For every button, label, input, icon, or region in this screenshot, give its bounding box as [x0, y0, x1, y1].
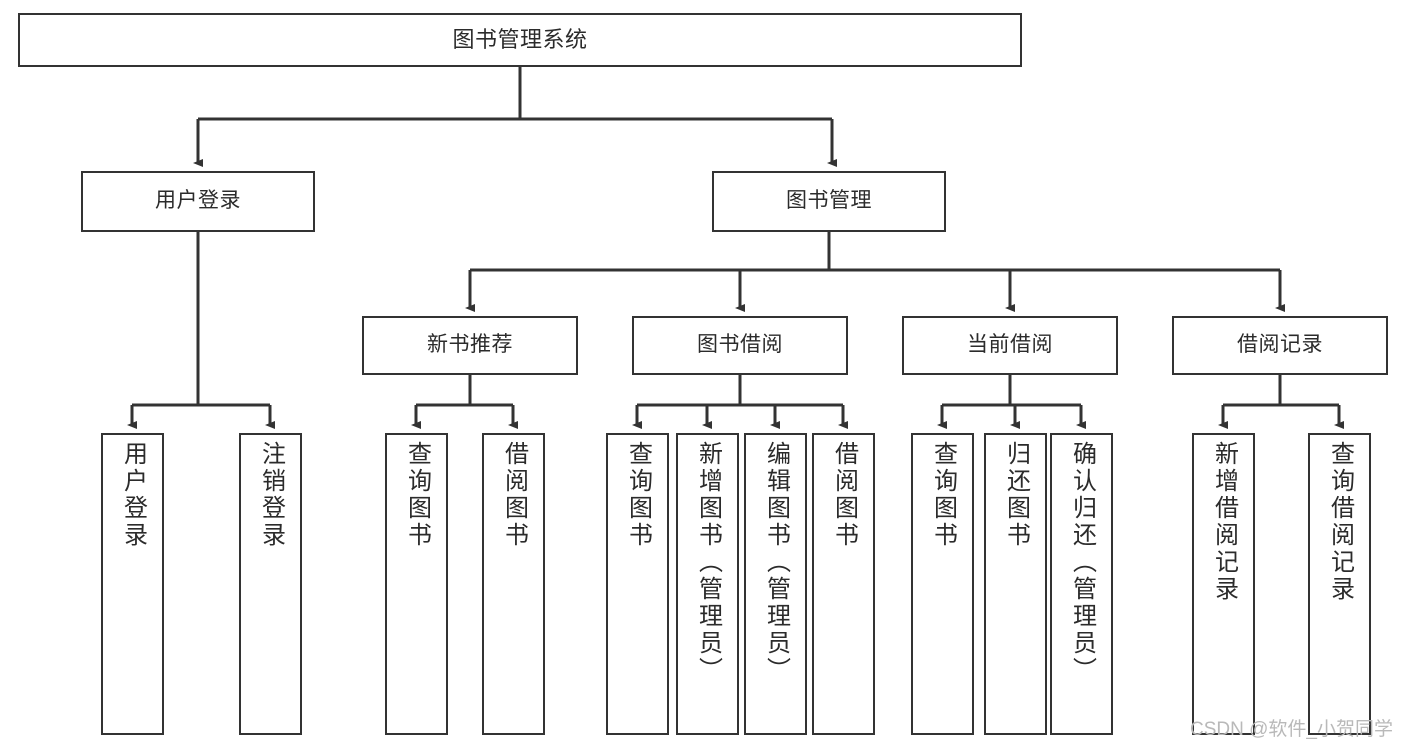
node-leaf-return-book-label: 归还图书 [1002, 441, 1030, 549]
node-new-book-recommend[interactable]: 新书推荐 [362, 316, 578, 375]
node-leaf-user-logout-label: 注销登录 [257, 441, 285, 549]
node-leaf-return-book[interactable]: 归还图书 [984, 433, 1047, 735]
node-leaf-user-logout[interactable]: 注销登录 [239, 433, 302, 735]
csdn-watermark: CSDN @软件_小贺同学 [1190, 719, 1393, 740]
node-leaf-edit-book-admin-label: 编辑图书（管理员） [762, 441, 790, 684]
node-book-borrow[interactable]: 图书借阅 [632, 316, 848, 375]
node-leaf-user-login[interactable]: 用户登录 [101, 433, 164, 735]
node-leaf-query-book-rec-label: 查询图书 [403, 441, 431, 549]
node-user-login[interactable]: 用户登录 [81, 171, 315, 232]
node-leaf-query-book-borrow[interactable]: 查询图书 [606, 433, 669, 735]
node-leaf-add-book-admin-label: 新增图书（管理员） [694, 441, 722, 684]
node-book-manage-label: 图书管理 [786, 189, 872, 213]
node-new-book-recommend-label: 新书推荐 [427, 333, 513, 357]
node-root[interactable]: 图书管理系统 [18, 13, 1022, 67]
node-leaf-add-borrow-record[interactable]: 新增借阅记录 [1192, 433, 1255, 735]
node-book-borrow-label: 图书借阅 [697, 333, 783, 357]
node-current-borrow-label: 当前借阅 [967, 333, 1053, 357]
node-leaf-add-book-admin[interactable]: 新增图书（管理员） [676, 433, 739, 735]
node-leaf-borrow-book[interactable]: 借阅图书 [812, 433, 875, 735]
node-leaf-borrow-book-rec[interactable]: 借阅图书 [482, 433, 545, 735]
node-leaf-confirm-return-admin-label: 确认归还（管理员） [1068, 441, 1096, 684]
node-leaf-query-book-borrow-label: 查询图书 [624, 441, 652, 549]
node-book-manage[interactable]: 图书管理 [712, 171, 946, 232]
node-current-borrow[interactable]: 当前借阅 [902, 316, 1118, 375]
node-leaf-query-book-cur[interactable]: 查询图书 [911, 433, 974, 735]
node-leaf-user-login-label: 用户登录 [119, 441, 147, 549]
node-leaf-query-book-cur-label: 查询图书 [929, 441, 957, 549]
node-leaf-borrow-book-label: 借阅图书 [830, 441, 858, 549]
node-leaf-query-book-rec[interactable]: 查询图书 [385, 433, 448, 735]
node-borrow-record[interactable]: 借阅记录 [1172, 316, 1388, 375]
node-leaf-query-borrow-record[interactable]: 查询借阅记录 [1308, 433, 1371, 735]
node-leaf-edit-book-admin[interactable]: 编辑图书（管理员） [744, 433, 807, 735]
node-root-label: 图书管理系统 [452, 26, 588, 52]
node-leaf-confirm-return-admin[interactable]: 确认归还（管理员） [1050, 433, 1113, 735]
node-leaf-borrow-book-rec-label: 借阅图书 [500, 441, 528, 549]
node-leaf-query-borrow-record-label: 查询借阅记录 [1326, 441, 1354, 603]
node-user-login-label: 用户登录 [155, 189, 241, 213]
node-borrow-record-label: 借阅记录 [1237, 333, 1323, 357]
node-leaf-add-borrow-record-label: 新增借阅记录 [1210, 441, 1238, 603]
